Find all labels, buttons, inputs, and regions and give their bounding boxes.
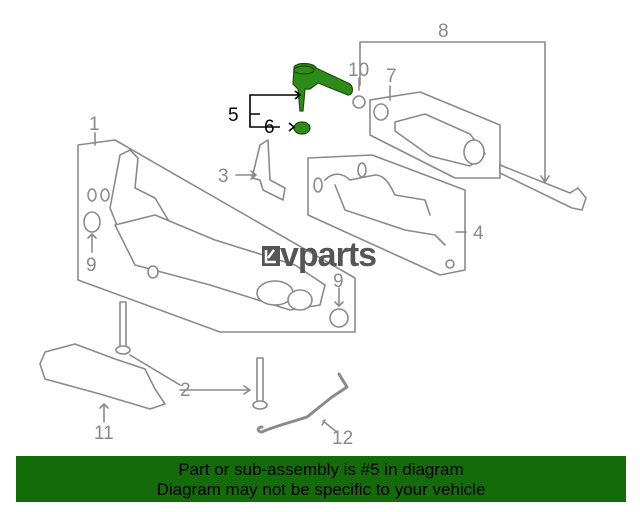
- svg-text:vparts: vparts: [280, 236, 376, 274]
- wire-harness[interactable]: [256, 372, 349, 434]
- callout-6: 6: [264, 117, 275, 138]
- banner-line-disclaimer: Diagram may not be specific to your vehi…: [156, 480, 486, 499]
- callout-8: 8: [438, 21, 449, 42]
- callout-11: 11: [94, 423, 114, 444]
- callout-2: 2: [180, 380, 191, 401]
- callout-3: 3: [218, 166, 229, 187]
- callout-5: 5: [228, 105, 239, 126]
- vparts-logo: vparts: [262, 236, 377, 274]
- bolt-right[interactable]: [252, 357, 268, 410]
- callout-9-left: 9: [86, 255, 97, 276]
- info-banner: Part or sub-assembly is #5 in diagram Di…: [16, 456, 626, 502]
- callout-7: 7: [386, 66, 397, 87]
- bolt-left[interactable]: [115, 301, 131, 355]
- inner-tie-rod[interactable]: [499, 164, 587, 211]
- outer-tie-rod-end[interactable]: [292, 62, 354, 112]
- callout-1: 1: [89, 114, 100, 135]
- callout-9-right: 9: [333, 271, 344, 292]
- callout-12: 12: [332, 428, 353, 449]
- hose-assembly[interactable]: [307, 154, 466, 276]
- callout-4: 4: [473, 223, 484, 244]
- steering-gear-assembly[interactable]: [77, 139, 356, 333]
- nut-10[interactable]: [352, 95, 366, 109]
- nut-6[interactable]: [293, 121, 311, 135]
- seal-right[interactable]: [329, 308, 349, 328]
- heat-shield[interactable]: [39, 343, 166, 410]
- seal-left[interactable]: [83, 211, 101, 233]
- bracket[interactable]: [251, 139, 286, 201]
- parts-diagram: 1 2 3 4 5 6 7 8 9 9 10 11 12 vparts: [39, 21, 587, 449]
- banner-line-part-number: Part or sub-assembly is #5 in diagram: [178, 460, 464, 479]
- boot-kit[interactable]: [369, 91, 501, 179]
- callout-10: 10: [348, 60, 369, 81]
